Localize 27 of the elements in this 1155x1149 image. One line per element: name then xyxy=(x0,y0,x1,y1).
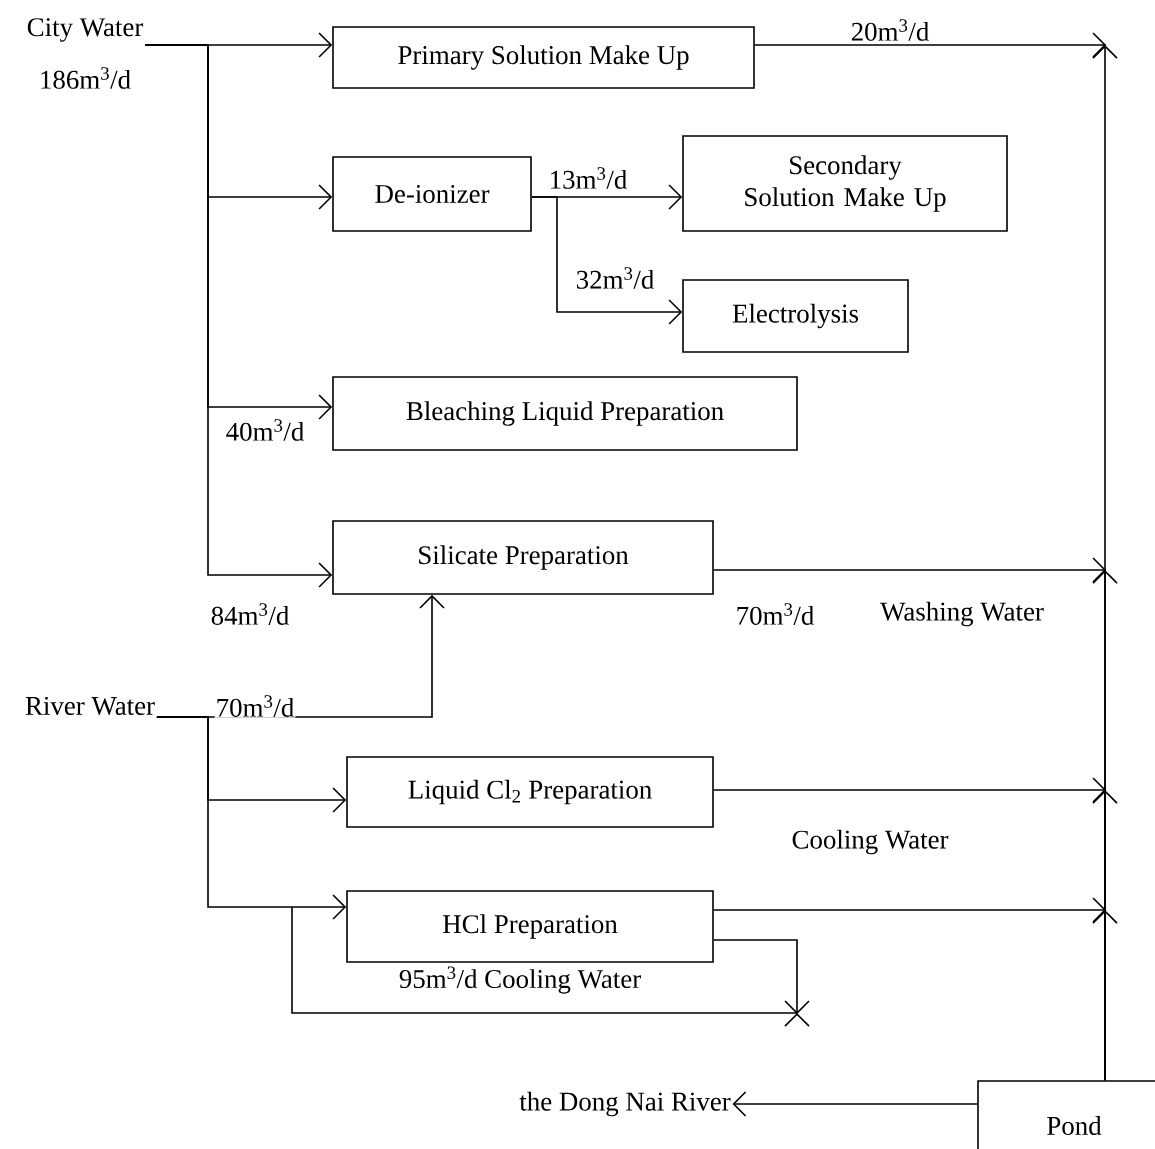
edge-label: 13m$^{3}$/d xyxy=(547,166,629,190)
process-box: Liquid Cl$_{2}$ Preparation xyxy=(346,756,714,828)
edge-label: 70m$^{3}$/d xyxy=(734,602,816,626)
edge-label: 32m$^{3}$/d xyxy=(574,266,656,290)
arrow xyxy=(144,44,333,588)
edge-label: 70m$^{3}$/d xyxy=(214,694,296,718)
edge-label: 40m$^{3}$/d xyxy=(224,418,306,442)
process-box: Primary Solution Make Up xyxy=(332,26,755,89)
arrow xyxy=(156,716,347,920)
process-box: Secondary Solution Make Up xyxy=(682,135,1008,232)
process-box: Pond xyxy=(977,1080,1155,1149)
arrow xyxy=(732,1091,978,1117)
process-box: HCl Preparation xyxy=(346,890,714,963)
process-box: De-ionizer xyxy=(332,156,532,232)
process-box: Electrolysis xyxy=(682,279,909,353)
source-label: the Dong Nai River xyxy=(519,1091,731,1117)
flow-label: Cooling Water xyxy=(792,829,949,855)
process-box: Silicate Preparation xyxy=(332,520,714,595)
source-label: City Water xyxy=(27,18,144,42)
arrow xyxy=(531,196,683,325)
edge-label: 84m$^{3}$/d xyxy=(209,602,291,626)
edge-label: 95m$^{3}$/d Cooling Water xyxy=(397,965,643,995)
flow-rate-label: 186m$^{3}$/d xyxy=(41,67,131,89)
process-box: Bleaching Liquid Preparation xyxy=(332,376,798,451)
flow-label: Washing Water xyxy=(880,601,1044,627)
source-label: River Water xyxy=(25,696,155,716)
edge-label: 20m$^{3}$/d xyxy=(849,18,931,42)
